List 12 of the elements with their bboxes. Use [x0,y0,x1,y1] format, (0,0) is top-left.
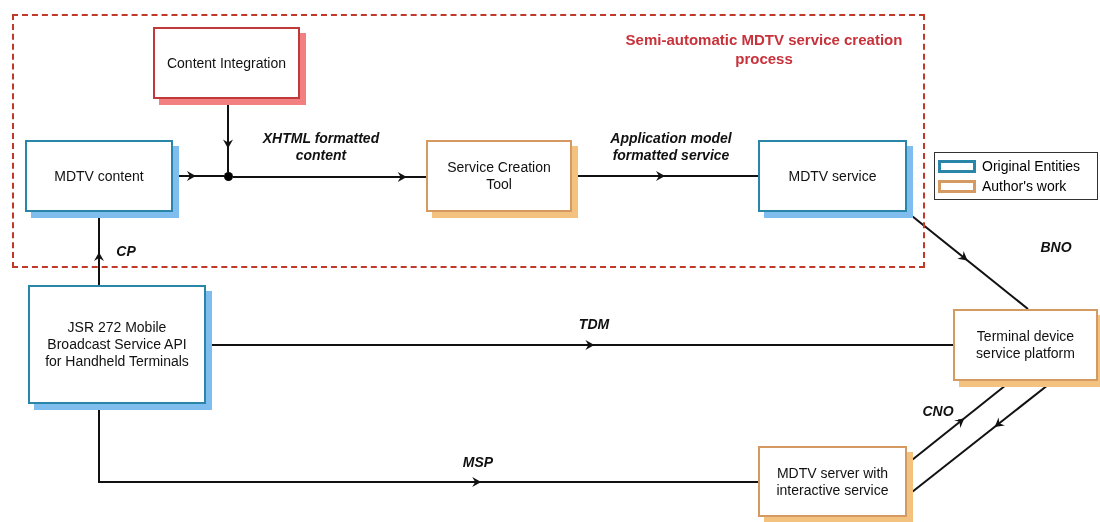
box-label: Terminal device service platform [975,328,1076,362]
box-label: MDTV content [54,167,144,185]
box-label: JSR 272 Mobile Broadcast Service API for Handheld Terminals [44,319,190,370]
group-title: Semi-automatic MDTV service creation process [624,30,904,68]
legend-label: Original Entities [982,158,1081,174]
box-label: Content Integration [166,54,287,72]
legend-label: Author's work [982,178,1067,194]
dashed-group-frame [12,14,925,268]
box-label: MDTV service [788,167,877,185]
box-label: MDTV server with interactive service [775,464,890,499]
box-label: Service Creation Tool [446,159,552,193]
junction-dot [224,172,233,181]
